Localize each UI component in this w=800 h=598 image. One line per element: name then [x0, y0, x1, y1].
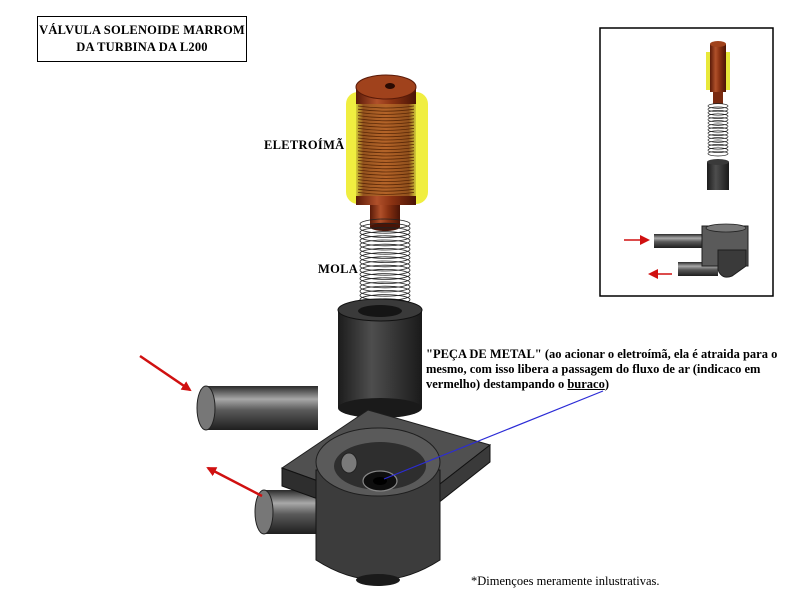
coil-winding: [357, 166, 415, 170]
coil-top-hole: [385, 83, 395, 89]
coil-winding: [357, 108, 415, 112]
electromagnet-assembly: [346, 74, 428, 231]
spring-coil: [707, 133, 729, 140]
spring-coil: [359, 277, 411, 289]
spring-coil: [707, 113, 729, 119]
coil-winding: [357, 137, 415, 141]
spring-coil: [359, 235, 411, 247]
coil-winding: [357, 185, 415, 189]
title-box: VÁLVULA SOLENOIDE MARROM DA TURBINA DA L…: [37, 16, 247, 62]
title-line-1: VÁLVULA SOLENOIDE MARROM: [39, 23, 245, 37]
spring-coil: [359, 247, 411, 259]
coil-winding: [357, 131, 415, 134]
description-closing: ): [604, 377, 609, 391]
title-line-2: DA TURBINA DA L200: [76, 40, 208, 54]
coil-winding: [357, 115, 415, 118]
coil-winding: [357, 188, 415, 192]
coil-winding: [357, 124, 415, 128]
spring-coil: [707, 147, 729, 153]
hole-leader-line: [383, 390, 604, 480]
coil-winding: [357, 163, 415, 166]
coil-winding: [357, 134, 415, 138]
description-quoted: "PEÇA DE METAL": [426, 347, 542, 361]
spring-coil: [359, 239, 411, 251]
spring-coil: [707, 137, 729, 143]
inflow-arrow: [139, 354, 192, 392]
spring-coil: [359, 256, 411, 268]
spring-coil: [707, 120, 729, 126]
coil-winding: [357, 179, 415, 182]
coil-winding: [357, 176, 415, 179]
coil-winding: [357, 156, 415, 160]
spring-coil: [359, 231, 411, 243]
footnote: *Dimençoes meramente inlustrativas.: [471, 574, 660, 588]
spring-coil: [707, 140, 729, 147]
spring-coil: [707, 103, 729, 109]
coil-winding: [357, 172, 415, 176]
spring-coil: [359, 226, 411, 238]
spring-coil: [359, 268, 411, 280]
spring-coil: [359, 281, 411, 293]
spring-coil: [359, 260, 411, 272]
inlet-pipe: [196, 385, 318, 431]
metal-piece: [337, 298, 423, 418]
coil-winding: [357, 140, 415, 144]
coil-winding: [357, 182, 415, 186]
spring-coil: [707, 144, 729, 150]
spring-coil: [707, 123, 729, 130]
spring-coil: [359, 218, 411, 230]
coil-winding: [357, 128, 415, 131]
electromagnet-label: ELETROÍMÃ: [264, 138, 345, 152]
coil-windings: [357, 105, 415, 195]
coil-winding: [357, 153, 415, 157]
coil-winding: [357, 160, 415, 163]
coil-winding: [357, 112, 415, 115]
coil-winding: [357, 192, 415, 195]
spring-coil: [359, 222, 411, 234]
spring-coil: [707, 130, 729, 136]
coil-winding: [357, 147, 415, 150]
spring-label: MOLA: [318, 262, 359, 276]
spring-coil: [359, 243, 411, 255]
description-body: (ao acionar o eletroímã, ela é atraida p…: [426, 347, 778, 391]
outflow-arrow: [206, 466, 263, 498]
spring-coil: [707, 116, 729, 123]
inset-assembled-view: [599, 27, 774, 297]
spring-coil: [707, 150, 729, 157]
coil-winding: [357, 121, 415, 125]
description-underlined: buraco: [567, 377, 605, 391]
valve-body: [280, 409, 492, 586]
spring-coil: [359, 264, 411, 276]
spring-coil: [707, 110, 729, 116]
spring-coil: [359, 252, 411, 264]
spring-coil: [359, 273, 411, 285]
coil-stem: [370, 205, 400, 227]
spring-coil: [359, 285, 411, 297]
spring-coil: [707, 106, 729, 113]
coil-winding: [357, 105, 415, 109]
coil-winding: [357, 118, 415, 122]
inset-spring: [707, 103, 729, 157]
spring-coil: [707, 127, 729, 133]
coil-winding: [357, 169, 415, 173]
coil-winding: [357, 144, 415, 147]
metal-piece-description: "PEÇA DE METAL" (ao acionar o eletroímã,…: [426, 347, 798, 392]
coil-winding: [357, 150, 415, 154]
